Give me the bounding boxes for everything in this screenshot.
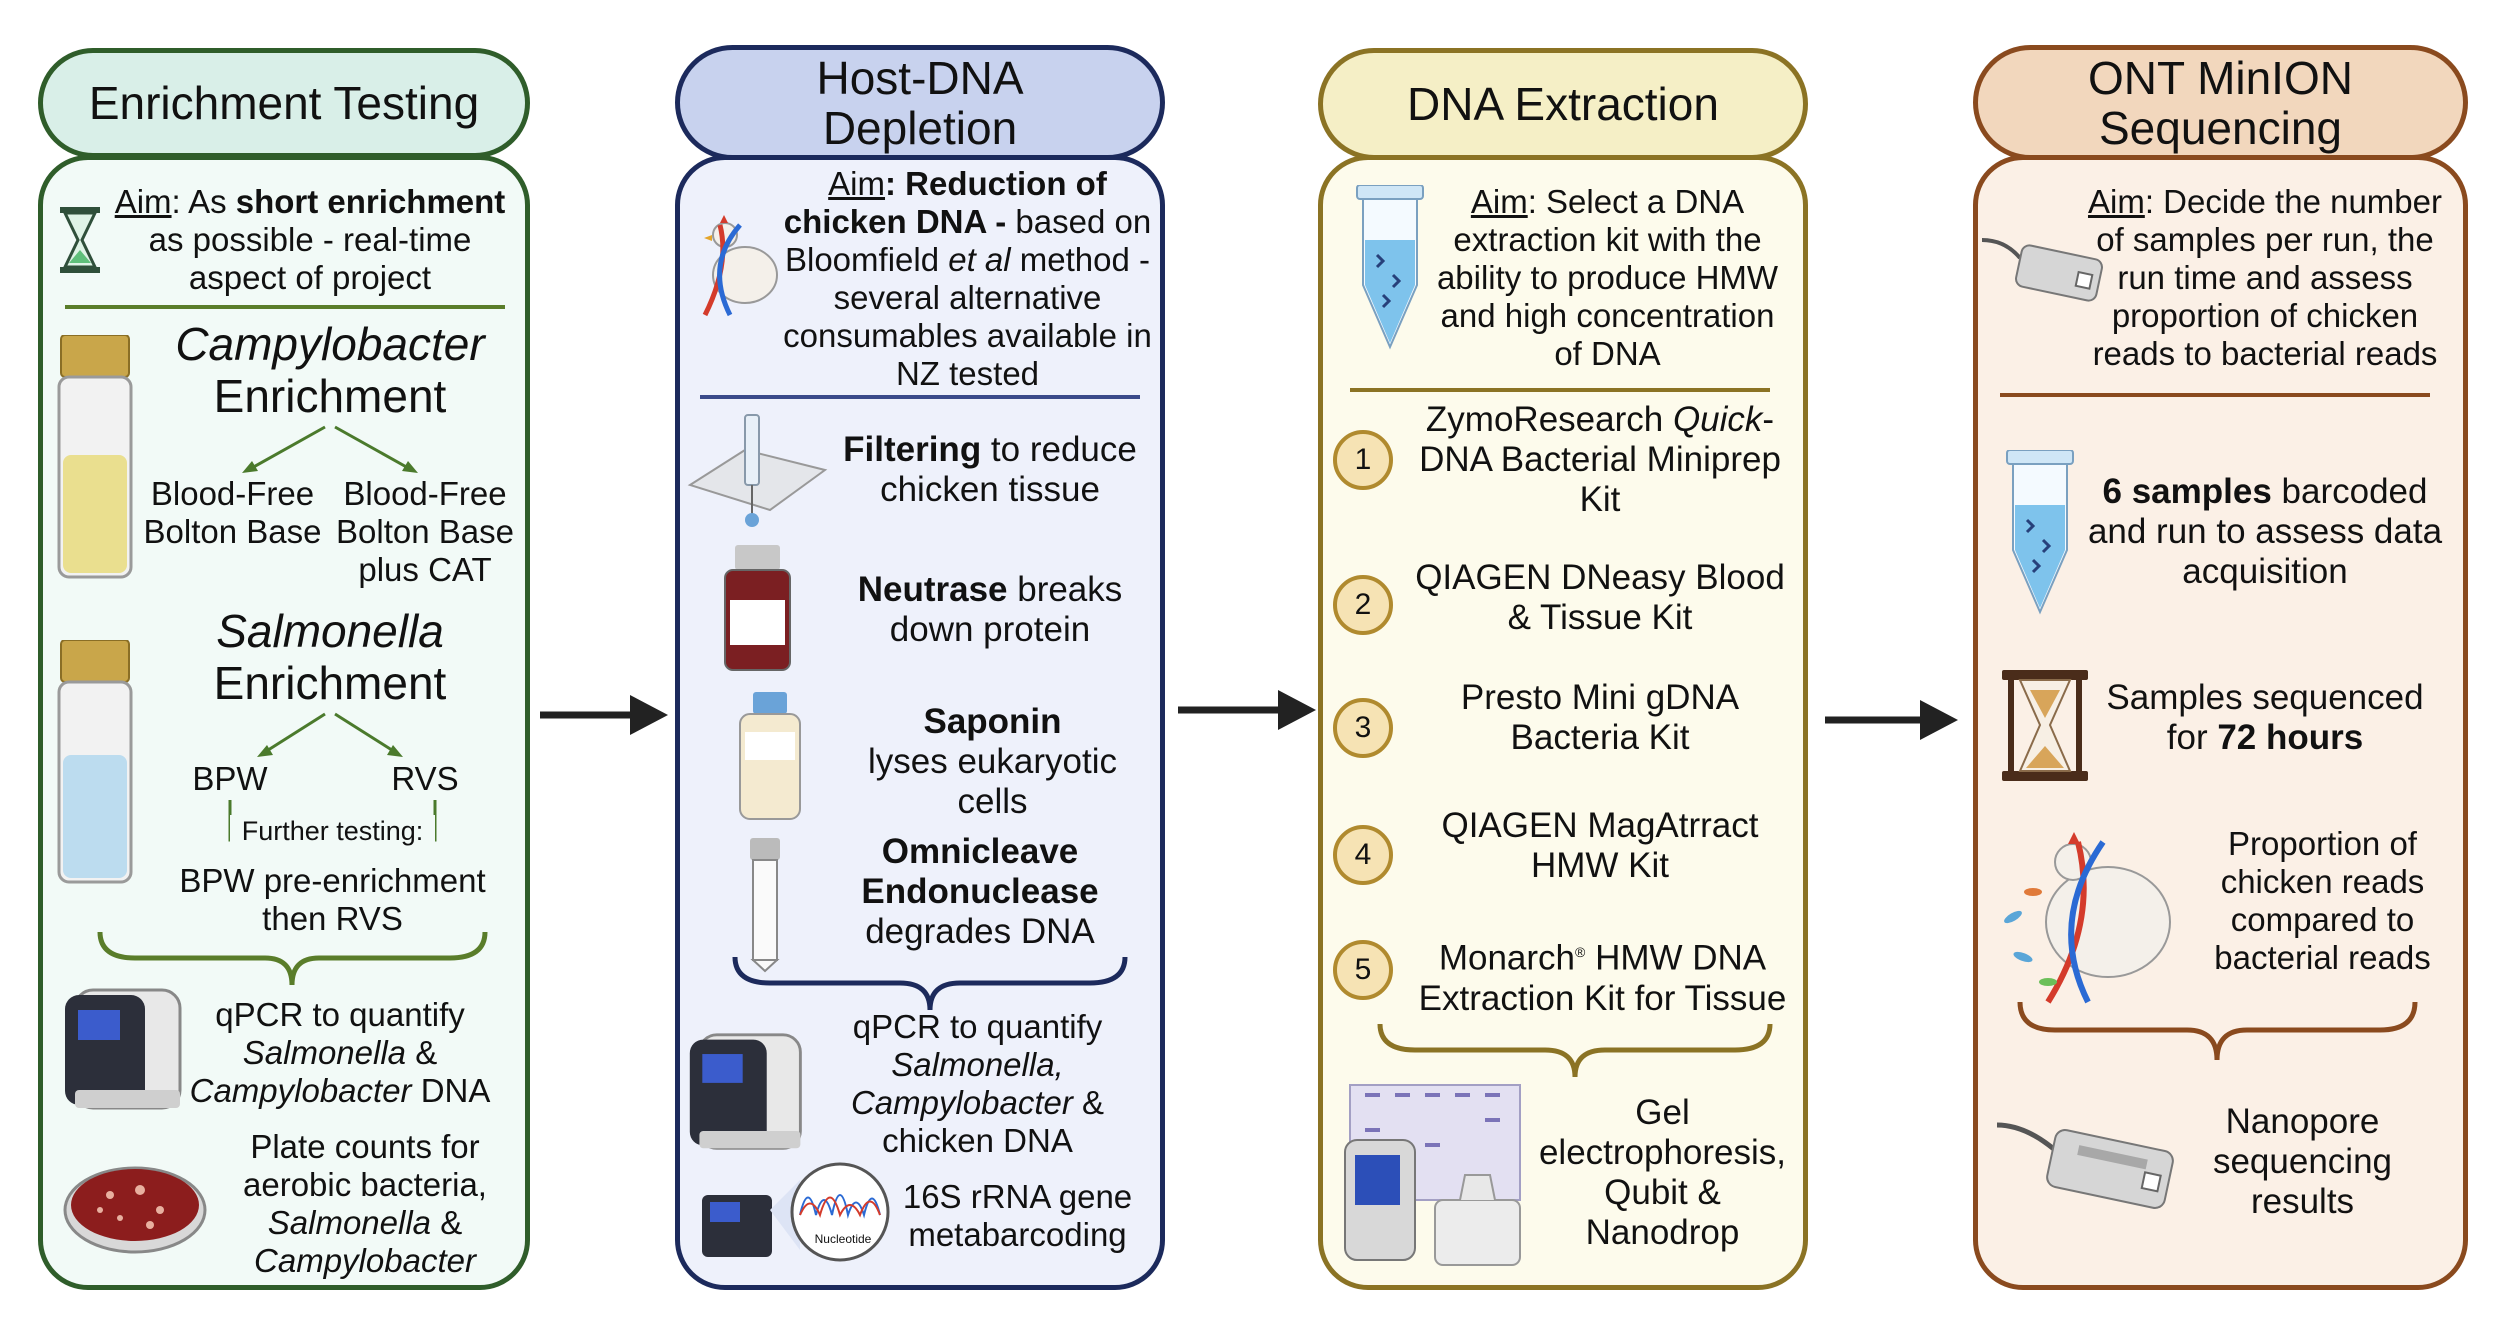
campy-branch-right: Blood-Free Bolton Base plus CAT	[336, 475, 514, 588]
petri-dish-icon	[63, 1166, 207, 1254]
campylobacter-vial-icon	[57, 335, 133, 579]
enrichment-divider	[65, 305, 505, 309]
depletion-neutrase: Neutrase breaks down protein	[857, 570, 1123, 649]
enrichment-title: Enrichment Testing	[88, 77, 480, 129]
depletion-aim: Aim: Reduction of chicken DNA - based on…	[783, 165, 1152, 392]
depletion-brace	[732, 956, 1128, 1011]
depletion-filtering: Filtering to reduce chicken tissue	[843, 430, 1137, 509]
qpcr-machine-icon-2	[689, 1033, 802, 1150]
depletion-saponin: Saponin lyses eukaryotic cells	[868, 702, 1117, 821]
saponin-bottle-icon	[739, 692, 801, 820]
extraction-aim: Aim: Select a DNA extraction kit with th…	[1436, 183, 1779, 372]
enrichment-aim: Aim: As short enrichment as possible - r…	[114, 183, 506, 296]
kit-3-label: Presto Mini gDNA Bacteria Kit	[1460, 678, 1740, 757]
sequencing-proportion: Proportion of chicken reads compared to …	[2214, 825, 2431, 976]
kit-2-number: 2	[1333, 575, 1393, 635]
dna-tube-icon	[1356, 185, 1424, 350]
qpcr-machine-icon	[65, 988, 182, 1110]
hourglass-icon-2	[2002, 670, 2088, 781]
kit-2-label: QIAGEN DNeasy Blood & Tissue Kit	[1415, 558, 1785, 637]
sequencing-samples: 6 samples barcoded and run to assess dat…	[2087, 472, 2443, 591]
minion-device-icon	[1981, 238, 2103, 302]
flow-arrow-2	[1178, 690, 1316, 730]
sequencer-chromatogram-icon	[702, 1162, 890, 1262]
kit-4-label: QIAGEN MagAtrract HMW Kit	[1441, 806, 1759, 885]
depletion-16s: 16S rRNA gene metabarcoding	[902, 1178, 1133, 1253]
neutrase-bottle-icon	[724, 545, 791, 671]
salm-branch-arrows	[257, 712, 403, 757]
sequencing-divider	[2000, 393, 2430, 397]
campy-branch-left: Blood-Free Bolton Base	[143, 475, 322, 550]
extraction-brace	[1377, 1023, 1773, 1078]
campy-branch-arrows	[242, 425, 418, 473]
chicken-dna-icon	[702, 215, 778, 317]
kit-4-number: 4	[1333, 825, 1393, 885]
flow-arrow-3	[1825, 700, 1958, 740]
kit-5-number: 5	[1333, 940, 1393, 1000]
extraction-title-box: DNA Extraction	[1318, 48, 1808, 160]
nucleotide-label: Nucleotide	[814, 1232, 872, 1246]
kit-1-label: ZymoResearch Quick-DNA Bacterial Minipre…	[1419, 400, 1781, 519]
kit-3-number: 3	[1333, 698, 1393, 758]
enrichment-title-box: Enrichment Testing	[38, 48, 530, 158]
hourglass-icon	[60, 207, 100, 273]
salm-branch-left: BPW	[192, 760, 268, 797]
kit-1-number: 1	[1333, 430, 1393, 490]
sequencing-brace	[2017, 1001, 2418, 1061]
flow-arrow-1	[540, 695, 668, 735]
omnicleave-tube-icon	[750, 838, 780, 973]
further-label: Further testing:	[230, 815, 435, 847]
further-text: BPW pre-enrichment then RVS	[179, 862, 486, 937]
sequencing-hours: Samples sequenced for 72 hours	[2106, 678, 2424, 757]
syringe-filter-icon	[687, 414, 828, 527]
enrichment-plate-counts: Plate counts for aerobic bacteria,Salmon…	[243, 1128, 487, 1279]
salm-branch-right: RVS	[391, 760, 459, 797]
salmonella-vial-icon	[57, 640, 133, 884]
extraction-gel: Gel electrophoresis, Qubit & Nanodrop	[1538, 1093, 1787, 1252]
extraction-title: DNA Extraction	[1407, 78, 1719, 130]
nanopore-device-icon	[1996, 1122, 2174, 1209]
kit-5-label: Monarch® HMW DNA Extraction Kit for Tiss…	[1418, 938, 1787, 1018]
chicken-bacteria-dna-icon	[2004, 832, 2171, 1004]
sample-tube-icon	[2006, 450, 2074, 615]
sequencing-panel	[1973, 155, 2468, 1290]
extraction-divider	[1350, 388, 1770, 392]
gel-qubit-nanodrop-icon	[1344, 1084, 1521, 1266]
enrichment-brace	[97, 931, 488, 986]
sequencing-results: Nanopore sequencing results	[2212, 1102, 2393, 1221]
sequencing-aim: Aim: Decide the number of samples per ru…	[2087, 183, 2442, 372]
depletion-divider	[700, 395, 1140, 399]
